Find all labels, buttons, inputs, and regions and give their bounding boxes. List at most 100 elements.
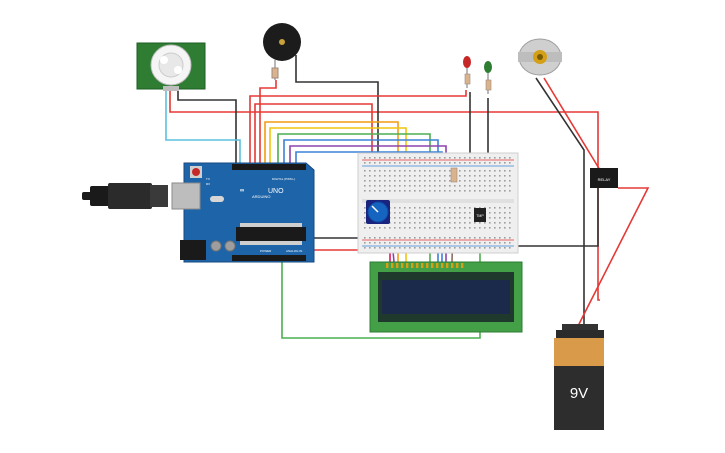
breadboard-hole — [389, 190, 391, 192]
breadboard-hole — [444, 212, 446, 214]
breadboard-hole — [364, 185, 366, 187]
breadboard-hole — [409, 207, 411, 209]
pir-sensor[interactable] — [136, 42, 206, 91]
relay[interactable]: RELAY — [590, 168, 618, 188]
breadboard-hole — [499, 217, 501, 219]
breadboard-hole — [454, 157, 456, 159]
breadboard-hole — [394, 175, 396, 177]
breadboard-hole — [419, 190, 421, 192]
breadboard-hole — [499, 185, 501, 187]
breadboard-hole — [449, 175, 451, 177]
breadboard-hole — [479, 190, 481, 192]
breadboard-hole — [399, 237, 401, 239]
breadboard-hole — [444, 247, 446, 249]
breadboard-hole — [474, 162, 476, 164]
breadboard-hole — [409, 185, 411, 187]
breadboard-hole — [499, 237, 501, 239]
lcd-pin — [436, 263, 439, 268]
breadboard-hole — [414, 222, 416, 224]
breadboard-hole — [469, 207, 471, 209]
breadboard-hole — [389, 180, 391, 182]
breadboard-hole — [404, 190, 406, 192]
led-red[interactable] — [463, 56, 471, 88]
breadboard-hole — [409, 170, 411, 172]
breadboard-hole — [509, 175, 511, 177]
breadboard-hole — [439, 222, 441, 224]
breadboard-hole — [404, 185, 406, 187]
breadboard-hole — [479, 237, 481, 239]
lcd-display[interactable] — [369, 261, 523, 333]
breadboard-hole — [399, 247, 401, 249]
breadboard-hole — [469, 175, 471, 177]
potentiometer[interactable] — [366, 200, 390, 224]
temperature-sensor[interactable]: TMP — [474, 208, 486, 222]
breadboard-hole — [414, 212, 416, 214]
breadboard-hole — [484, 185, 486, 187]
arduino-uno[interactable]: ∞ ARDUINO UNO DIGITAL (PWM~) POWER ANALO… — [82, 162, 315, 263]
breadboard-hole — [364, 237, 366, 239]
wire-pir-power — [169, 88, 600, 301]
breadboard-hole — [379, 247, 381, 249]
breadboard-hole — [394, 162, 396, 164]
breadboard-hole — [399, 227, 401, 229]
breadboard-hole — [364, 227, 366, 229]
breadboard-hole — [494, 222, 496, 224]
breadboard-hole — [434, 242, 436, 244]
breadboard-hole — [459, 227, 461, 229]
breadboard-hole — [399, 175, 401, 177]
buzzer[interactable] — [263, 23, 301, 80]
battery-9v[interactable]: 9V — [554, 324, 604, 430]
wire-relay-battery — [575, 187, 650, 331]
breadboard-hole — [464, 217, 466, 219]
lcd-pin — [431, 263, 434, 268]
breadboard-hole — [394, 190, 396, 192]
breadboard-hole — [414, 180, 416, 182]
breadboard-hole — [484, 170, 486, 172]
breadboard-hole — [479, 175, 481, 177]
breadboard-hole — [419, 170, 421, 172]
breadboard-hole — [369, 247, 371, 249]
breadboard-hole — [399, 157, 401, 159]
breadboard-hole — [504, 217, 506, 219]
lcd-pin — [451, 263, 454, 268]
breadboard-hole — [389, 247, 391, 249]
breadboard-hole — [439, 212, 441, 214]
breadboard-hole — [379, 170, 381, 172]
breadboard-hole — [414, 170, 416, 172]
breadboard-hole — [419, 242, 421, 244]
breadboard-hole — [464, 237, 466, 239]
breadboard-hole — [414, 247, 416, 249]
breadboard-hole — [404, 162, 406, 164]
breadboard-hole — [434, 157, 436, 159]
breadboard-hole — [459, 180, 461, 182]
breadboard-hole — [389, 162, 391, 164]
breadboard-hole — [399, 207, 401, 209]
led-green[interactable] — [484, 61, 492, 94]
breadboard-holes — [364, 157, 511, 249]
breadboard-hole — [404, 207, 406, 209]
breadboard-hole — [389, 185, 391, 187]
breadboard-hole — [409, 237, 411, 239]
breadboard-hole — [364, 247, 366, 249]
breadboard-hole — [464, 247, 466, 249]
breadboard-hole — [404, 222, 406, 224]
breadboard-hole — [479, 207, 481, 209]
arduino-tx-label: TX — [206, 177, 210, 181]
breadboard-hole — [444, 180, 446, 182]
breadboard-hole — [499, 190, 501, 192]
breadboard-hole — [459, 207, 461, 209]
breadboard-hole — [424, 175, 426, 177]
breadboard-hole — [434, 247, 436, 249]
dc-motor[interactable] — [518, 38, 562, 76]
breadboard-hole — [434, 162, 436, 164]
breadboard-hole — [464, 180, 466, 182]
lcd-pin — [421, 263, 424, 268]
lcd-pin — [411, 263, 414, 268]
wire-pir-signal — [165, 88, 241, 164]
breadboard-hole — [449, 162, 451, 164]
battery-label: 9V — [570, 385, 588, 402]
breadboard-hole — [424, 222, 426, 224]
breadboard-hole — [424, 212, 426, 214]
breadboard-hole — [489, 217, 491, 219]
breadboard-hole — [454, 207, 456, 209]
